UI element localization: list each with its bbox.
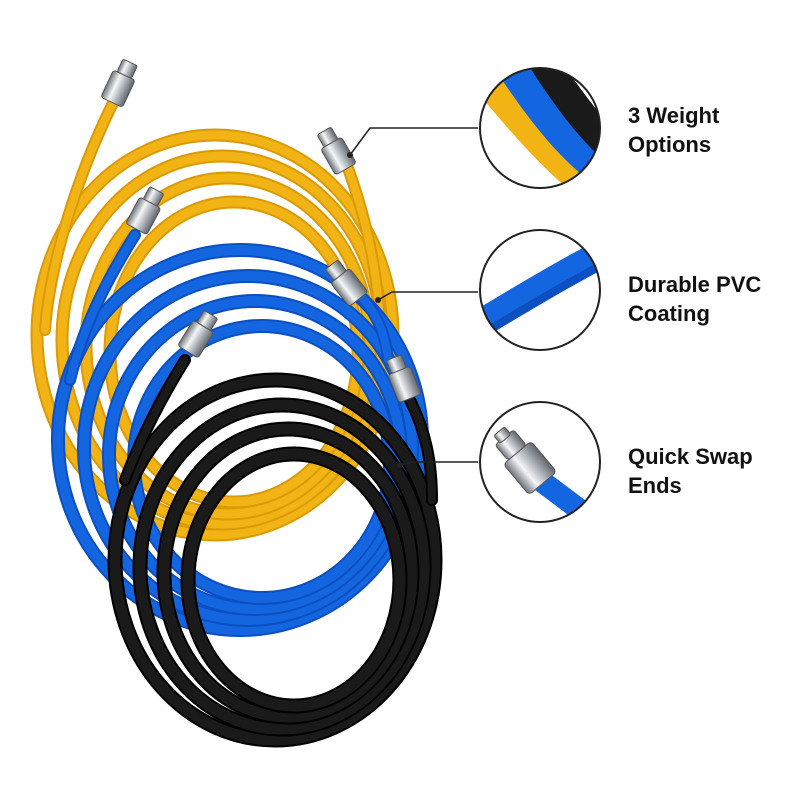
callout-line: [377, 291, 478, 301]
metal-connector: [126, 186, 164, 235]
callout-line: [399, 461, 478, 466]
callout-dot: [397, 462, 403, 468]
metal-connector: [101, 59, 138, 107]
feature-label-weight-options: 3 Weight Options: [628, 103, 720, 157]
blue-cable-detail-icon: [479, 229, 601, 351]
callout-line: [349, 127, 478, 156]
feature-label-quick-swap-ends: Quick Swap Ends: [628, 444, 753, 498]
callout-dot: [347, 152, 353, 158]
metal-connector: [178, 310, 218, 358]
callout-dot: [375, 297, 381, 303]
metal-connector: [386, 354, 421, 403]
metal-connector: [325, 260, 368, 307]
metal-connector-detail-icon: [479, 401, 601, 523]
feature-label-pvc-coating: Durable PVC Coating: [628, 272, 762, 326]
black-cable-coil: [107, 310, 443, 748]
metal-connector: [317, 127, 356, 175]
three-color-cables-detail-icon: [479, 67, 601, 189]
